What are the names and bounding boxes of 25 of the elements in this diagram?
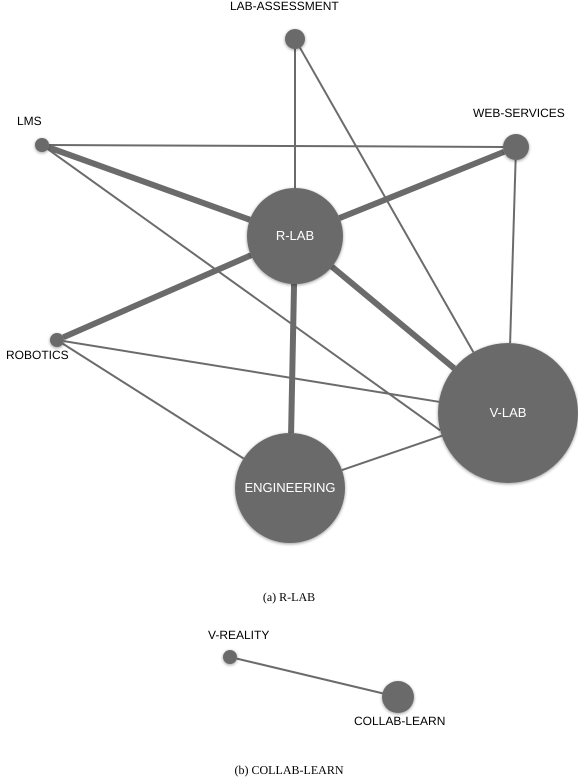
connector-line — [48, 144, 251, 223]
connector-line — [288, 284, 298, 434]
node-label: LMS — [17, 113, 42, 130]
connector-line — [294, 49, 296, 188]
connector-line — [62, 342, 244, 460]
node-label: V-REALITY — [208, 627, 270, 644]
node-label: WEB-SERVICES — [473, 105, 565, 122]
caption: (a) R-LAB — [262, 589, 316, 606]
connector-line — [236, 658, 383, 694]
connector-line — [299, 47, 474, 353]
connector-line — [509, 160, 517, 344]
connector-line — [342, 434, 442, 472]
node-label: LAB-ASSESSMENT — [230, 0, 339, 15]
node-label: ROBOTICS — [6, 347, 69, 364]
caption: (b) COLLAB-LEARN — [234, 762, 344, 777]
node-label: R-LAB — [276, 227, 314, 246]
connector-line — [62, 252, 252, 340]
connector-line — [49, 144, 503, 148]
node-label: COLLAB-LEARN — [354, 713, 446, 730]
node-label: V-LAB — [490, 404, 526, 422]
connector-line — [330, 264, 456, 371]
node-label: ENGINEERING — [244, 479, 336, 498]
connector-line — [338, 149, 506, 221]
connector-line — [47, 148, 441, 432]
connector-line — [64, 340, 440, 403]
